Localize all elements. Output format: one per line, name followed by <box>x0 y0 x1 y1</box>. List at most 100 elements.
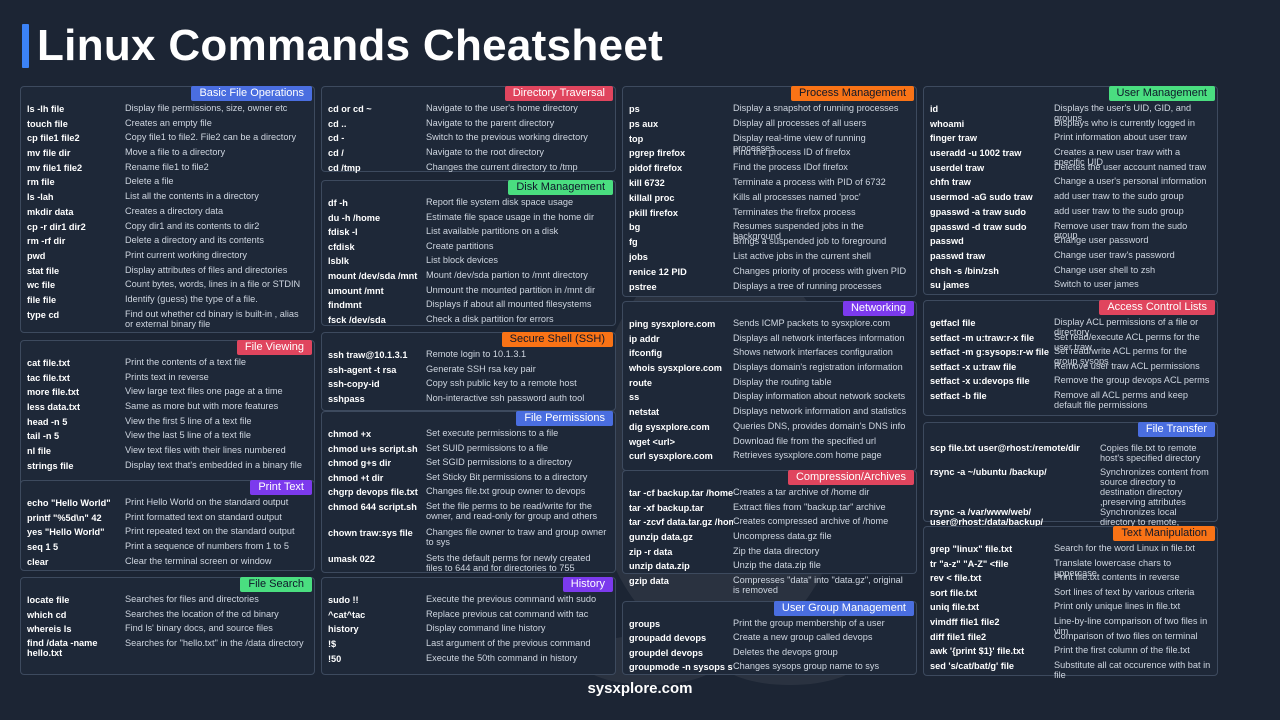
command-name: !50 <box>328 653 342 664</box>
command-description: Display a snapshot of running processes <box>733 104 899 113</box>
command-description: Set read/execute ACL perms for the user … <box>1054 332 1200 352</box>
command-name: chown traw:sys file <box>328 527 413 538</box>
command-name: whereis ls <box>27 624 72 635</box>
command-description: Creates a tar archive of /home dir <box>733 488 870 497</box>
command-name: sudo !! <box>328 595 359 605</box>
command-name: ls -lh file <box>27 104 65 114</box>
command-name: renice 12 PID <box>629 266 687 277</box>
command-description: Switch to the previous working directory <box>426 133 588 143</box>
command-description: Set execute permissions to a file <box>426 429 559 438</box>
command-name: uniq file.txt <box>930 602 979 613</box>
command-name: !$ <box>328 639 337 650</box>
command-name: rm -rf dir <box>27 236 66 247</box>
command-description: Navigate to the user's home directory <box>426 104 578 113</box>
command-description: Download file from the specified url <box>733 436 876 446</box>
command-description: Report file system disk space usage <box>426 198 574 207</box>
command-description: Display the routing table <box>733 377 832 387</box>
command-description: Displays who is currently logged in <box>1054 118 1195 128</box>
command-description: Switch to user james <box>1054 280 1139 290</box>
command-description: Changes sysops group name to sys <box>733 662 880 672</box>
command-description: Extract files from "backup.tar" archive <box>733 502 886 512</box>
command-description: Estimate file space usage in the home di… <box>426 212 595 222</box>
command-name: cd or cd ~ <box>328 104 372 114</box>
command-list: echo "Hello World"Print Hello World on t… <box>21 495 314 568</box>
command-name: jobs <box>629 251 648 262</box>
command-name: vimdff file1 file2 <box>930 616 1000 627</box>
command-description: Displays if about all mounted filesystem… <box>426 300 592 310</box>
command-description: Generate SSH rsa key pair <box>426 364 536 374</box>
command-description: Mount /dev/sda partion to /mnt directory <box>426 270 588 280</box>
command-description: Displays network information and statist… <box>733 407 907 417</box>
command-name: fg <box>629 237 638 248</box>
command-description: Print a sequence of numbers from 1 to 5 <box>125 542 289 552</box>
command-name: groupdel devops <box>629 647 704 658</box>
command-description: Print file.txt contents in reverse <box>1054 573 1180 583</box>
command-name: su james <box>930 280 970 291</box>
command-description: Display attributes of files and director… <box>125 265 288 275</box>
command-row: !$Last argument of the previous command <box>322 636 615 651</box>
command-name: ping sysxplore.com <box>629 319 716 329</box>
command-name: which cd <box>27 609 67 620</box>
section-title: User Group Management <box>773 601 914 616</box>
command-description: Sets the default perms for newly created… <box>426 553 591 573</box>
command-name: kill 6732 <box>629 177 665 188</box>
command-name: ifconfig <box>629 348 663 359</box>
command-description: Count bytes, words, lines in a file or S… <box>125 280 301 290</box>
command-name: wc file <box>27 280 56 291</box>
command-name: setfact -m g:sysops:r-w file <box>930 347 1049 358</box>
command-description: Remove all ACL perms and keep default fi… <box>1054 390 1188 410</box>
command-name: ssh-agent -t rsa <box>328 364 397 375</box>
command-row: cd ..Navigate to the parent directory <box>322 116 615 131</box>
command-name: passwd <box>930 236 964 247</box>
command-name: cd .. <box>328 118 347 129</box>
command-description: Remove user traw from the sudo group <box>1054 221 1188 241</box>
command-description: Move a file to a directory <box>125 148 226 158</box>
command-name: gzip data <box>629 576 669 587</box>
command-description: Displays domain's registration informati… <box>733 363 903 373</box>
section-title: Secure Shell (SSH) <box>501 332 613 347</box>
command-description: Resumes suspended jobs in the background <box>733 222 864 242</box>
command-description: Delete a file <box>125 177 174 187</box>
section-title: Print Text <box>250 480 312 495</box>
section-title: Disk Management <box>508 180 613 195</box>
command-row: wc file Count bytes, words, lines in a fi… <box>21 277 314 292</box>
command-description: Uncompress data.gz file <box>733 532 832 542</box>
command-description: Set SGID permissions to a directory <box>426 458 573 468</box>
command-name: chmod g+s dir <box>328 458 392 469</box>
command-name: fdisk -l <box>328 227 358 238</box>
command-name: whois sysxplore.com <box>629 363 722 374</box>
command-name: setfact -x u:traw file <box>930 361 1017 372</box>
command-name: netstat <box>629 407 660 418</box>
section-title: File Search <box>240 577 312 592</box>
command-name: cd / <box>328 148 344 159</box>
command-list: sudo !!Execute the previous command with… <box>322 592 615 665</box>
command-name: cp -r dir1 dir2 <box>27 221 86 232</box>
command-description: View the last 5 line of a text file <box>125 431 251 441</box>
command-name: finger traw <box>930 133 977 144</box>
command-description: Creates compressed archive of /home <box>733 517 889 527</box>
command-description: Non-interactive ssh password auth tool <box>426 393 585 403</box>
